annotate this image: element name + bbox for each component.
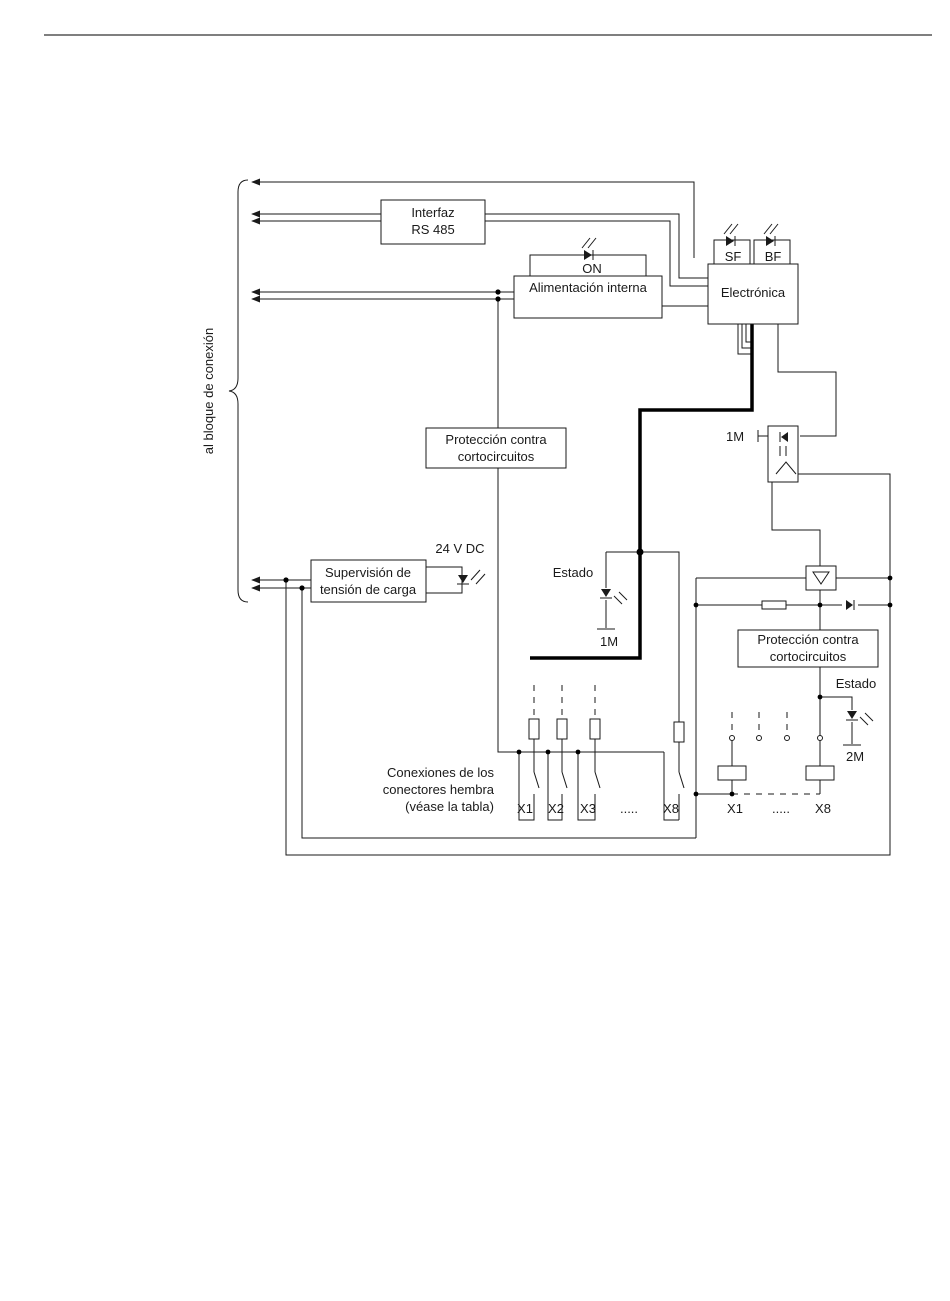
bf-led: BF: [764, 224, 781, 264]
svg-text:cortocircuitos: cortocircuitos: [770, 649, 847, 664]
connector-label-x2: X2: [548, 801, 564, 816]
optocoupler: 1M: [726, 426, 798, 482]
connector-label-dots: .....: [620, 801, 638, 816]
svg-text:SF: SF: [725, 249, 742, 264]
connector-labels-left: X1 X2 X3 ..... X8: [517, 801, 679, 816]
connector-label-x3: X3: [580, 801, 596, 816]
svg-text:Protección contra: Protección contra: [445, 432, 547, 447]
svg-text:Protección contra: Protección contra: [757, 632, 859, 647]
svg-text:1M: 1M: [726, 429, 744, 444]
connector-channels-right: [696, 712, 834, 794]
svg-text:Estado: Estado: [553, 565, 593, 580]
svg-text:Supervisión de: Supervisión de: [325, 565, 411, 580]
connector-labels-right: X1 ..... X8: [727, 801, 831, 816]
connector-caption: Conexiones de los conectores hembra (véa…: [383, 765, 495, 814]
svg-text:Alimentación interna: Alimentación interna: [529, 280, 648, 295]
connector-label-x1: X1: [517, 801, 533, 816]
sf-led: SF: [724, 224, 741, 264]
connection-block-brace: [229, 180, 248, 602]
svg-text:Interfaz: Interfaz: [411, 205, 454, 220]
junction-dots: [283, 289, 892, 796]
svg-text:cortocircuitos: cortocircuitos: [458, 449, 535, 464]
svg-text:Estado: Estado: [836, 676, 876, 691]
interface-rs485-block: Interfaz RS 485: [381, 200, 485, 244]
svg-text:Conexiones de los: Conexiones de los: [387, 765, 494, 780]
svg-text:ON: ON: [582, 261, 602, 276]
internal-bus: [530, 324, 752, 658]
output-driver-block: [806, 566, 836, 590]
short-circuit-protection-top: Protección contra cortocircuitos: [426, 428, 566, 468]
connector-label-right-dots: .....: [772, 801, 790, 816]
svg-text:1M: 1M: [600, 634, 618, 649]
svg-text:2M: 2M: [846, 749, 864, 764]
svg-text:BF: BF: [765, 249, 782, 264]
svg-text:tensión de carga: tensión de carga: [320, 582, 417, 597]
svg-text:(véase la tabla): (véase la tabla): [405, 799, 494, 814]
connector-label-x8: X8: [663, 801, 679, 816]
svg-text:Electrónica: Electrónica: [721, 285, 786, 300]
connector-label-right-x1: X1: [727, 801, 743, 816]
side-label: al bloque de conexión: [201, 328, 216, 455]
connector-label-right-x8: X8: [815, 801, 831, 816]
status-led-left: Estado 1M: [553, 565, 627, 649]
svg-text:conectores hembra: conectores hembra: [383, 782, 495, 797]
electronics-block: Electrónica: [708, 240, 798, 324]
status-led-right: Estado 2M: [836, 676, 876, 764]
svg-text:RS 485: RS 485: [411, 222, 454, 237]
short-circuit-protection-bottom: Protección contra cortocircuitos: [738, 630, 878, 667]
voltage-label: 24 V DC: [435, 541, 484, 556]
on-led: ON: [582, 238, 602, 276]
